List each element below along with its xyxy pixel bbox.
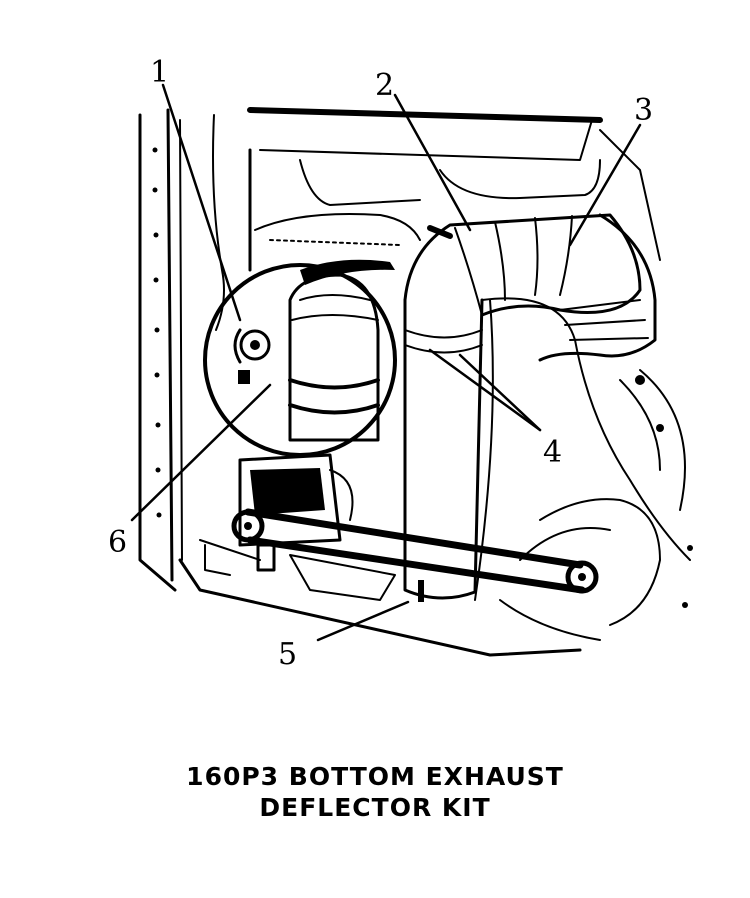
callout-3: 3 [634,93,653,128]
callout-6: 6 [108,525,127,560]
leader-lines [130,83,642,642]
callout-2: 2 [375,68,394,103]
deflector-elbow [403,213,642,317]
callout-4: 4 [543,435,562,470]
motor-pulley [231,509,265,543]
caption-line-1: 160P3 BOTTOM EXHAUST [186,762,564,791]
callout-5: 5 [278,637,297,672]
exhaust-tube [403,298,484,602]
caption-line-2: DEFLECTOR KIT [259,793,491,822]
drum-housing [499,498,661,641]
callout-1: 1 [150,55,169,90]
blower-housing [474,213,693,608]
idler-pulley [565,560,599,594]
detail-inset [203,259,397,457]
drive-belt [231,508,599,594]
cabinet-side-panel [138,108,183,592]
cabinet-rear-wall [212,107,661,331]
cabinet-base [178,539,582,657]
